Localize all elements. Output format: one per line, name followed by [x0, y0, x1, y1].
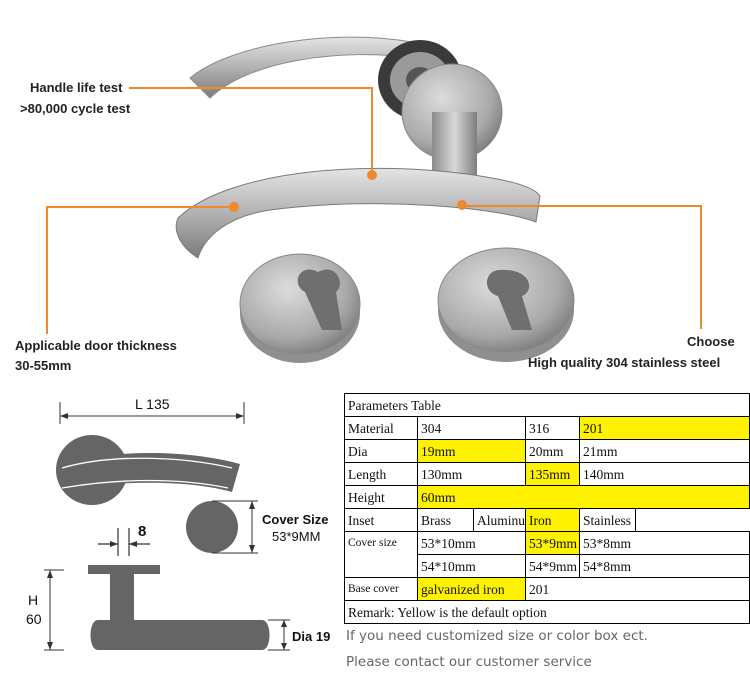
- table-row-label: Dia: [344, 439, 418, 463]
- table-cell: 201: [524, 577, 750, 601]
- cover-size-title: Cover Size: [262, 512, 329, 527]
- table-cell: 135mm: [525, 462, 580, 486]
- table-row-label: Cover size: [344, 531, 418, 555]
- handle-life-value: >80,000 cycle test: [20, 101, 131, 116]
- door-thickness-title: Applicable door thickness: [15, 338, 177, 353]
- table-cell: galvanized iron: [417, 577, 526, 601]
- callout-line: [371, 87, 373, 175]
- table-cell: 19mm: [417, 439, 526, 463]
- table-row: InsetBrassAluminumIronStainless steel: [344, 508, 750, 532]
- table-cell: 53*9mm: [525, 531, 580, 555]
- table-remark: Remark: Yellow is the default option: [343, 600, 750, 624]
- callout-line: [46, 206, 48, 334]
- table-row-label: Length: [344, 462, 418, 486]
- table-title: Parameters Table: [343, 393, 750, 417]
- table-row-label: Inset: [344, 508, 418, 532]
- table-row-label: Material: [344, 416, 418, 440]
- front-lever: [175, 167, 541, 259]
- callout-dot: [229, 202, 239, 212]
- length-label: L 135: [135, 396, 170, 412]
- drawing-side-plate: [88, 565, 160, 574]
- escutcheon-left: [239, 253, 361, 355]
- table-cell: 130mm: [417, 462, 526, 486]
- table-row-label: Base cover: [344, 577, 418, 601]
- table-cell: 20mm: [525, 439, 580, 463]
- custom-note: If you need customized size or color box…: [346, 628, 648, 644]
- table-cell: 21mm: [578, 439, 750, 463]
- choose-title: Choose: [687, 334, 735, 349]
- table-cell: 54*10mm: [417, 554, 526, 578]
- table-cell: 54*9mm: [525, 554, 580, 578]
- callout-dot: [367, 170, 377, 180]
- table-cell: 316: [525, 416, 580, 440]
- table-cell: Brass: [417, 508, 474, 532]
- height-letter: H: [28, 592, 39, 608]
- drawing-side-lever: [90, 620, 270, 650]
- table-cell: Stainless steel: [579, 508, 636, 532]
- table-cell: 53*8mm: [578, 531, 750, 555]
- handle-life-title: Handle life test: [30, 80, 123, 95]
- table-cell: 53*10mm: [417, 531, 526, 555]
- table-row: Remark: Yellow is the default option: [343, 600, 750, 624]
- table-row: Parameters Table: [343, 393, 750, 417]
- callout-line: [700, 205, 702, 329]
- table-cell: 304: [417, 416, 526, 440]
- table-cell: Iron: [525, 508, 580, 532]
- table-cell: 54*8mm: [578, 554, 750, 578]
- contact-note: Please contact our customer service: [346, 654, 592, 670]
- technical-drawing: [44, 402, 290, 651]
- table-row-label: Height: [344, 485, 418, 509]
- callout-line: [129, 87, 372, 89]
- height-value: 60: [26, 611, 42, 627]
- table-cell: Aluminum: [473, 508, 526, 532]
- dia-label: Dia 19: [292, 629, 331, 644]
- cover-size-value: 53*9MM: [272, 529, 321, 544]
- drawing-side-stem: [110, 574, 134, 620]
- table-row-label: [344, 554, 418, 578]
- choose-value: High quality 304 stainless steel: [528, 355, 721, 370]
- table-cell: 140mm: [578, 462, 750, 486]
- width-label: 8: [138, 523, 147, 540]
- drawing-cover: [186, 501, 238, 553]
- product-illustration: [175, 36, 575, 363]
- table-cell: 201: [578, 416, 750, 440]
- callout-dot: [457, 200, 467, 210]
- table-cell: 60mm: [416, 485, 750, 509]
- callout-line: [462, 205, 700, 207]
- callout-line: [46, 206, 234, 208]
- door-thickness-value: 30-55mm: [15, 358, 72, 373]
